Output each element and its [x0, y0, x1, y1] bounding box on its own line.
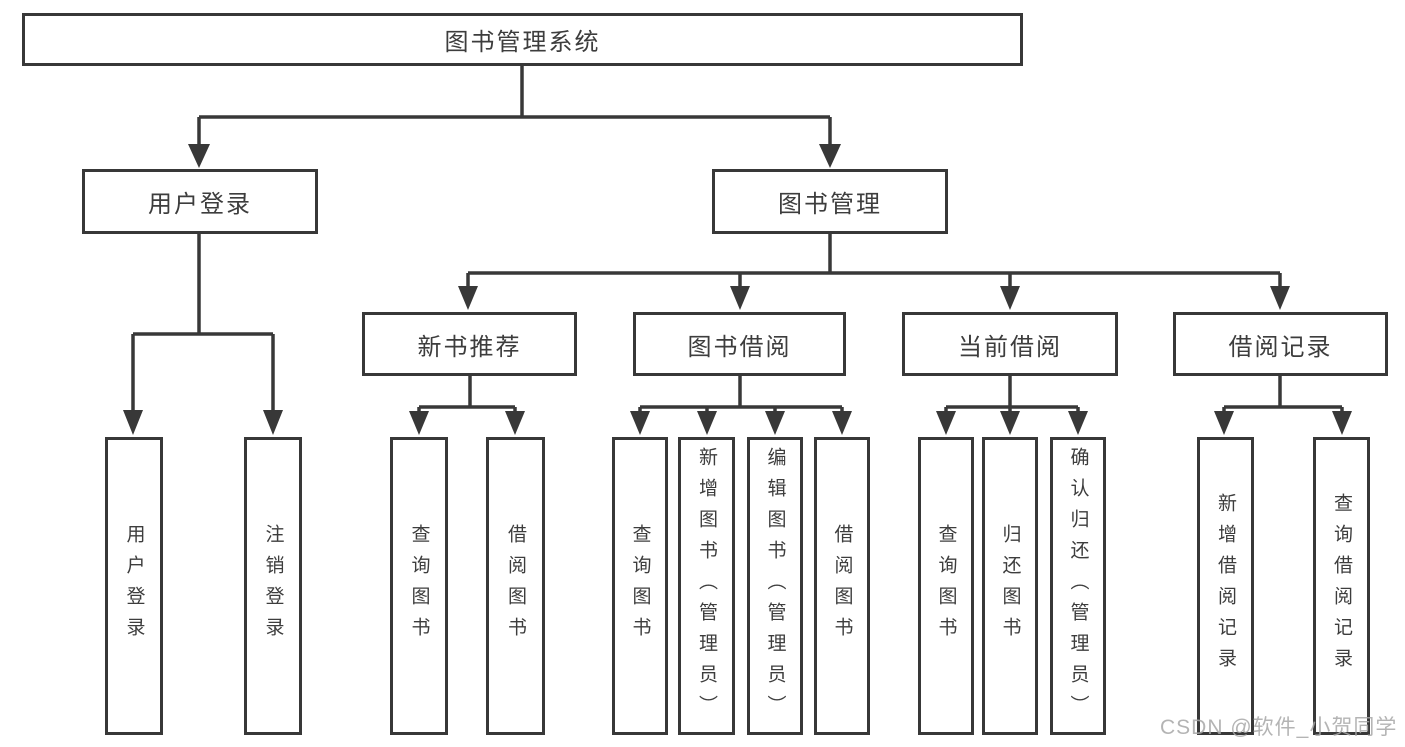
- node-leaf-query-book-3: 查询图书: [918, 437, 974, 735]
- arrow-icon: [1068, 411, 1088, 435]
- node-current-borrow: 当前借阅: [902, 312, 1118, 376]
- arrow-icon: [630, 411, 650, 435]
- arrow-icon: [505, 411, 525, 435]
- arrow-icon: [1332, 411, 1352, 435]
- arrow-icon: [832, 411, 852, 435]
- arrow-icon: [1000, 411, 1020, 435]
- node-leaf-confirm-return-admin: 确认归还（管理员）: [1050, 437, 1106, 735]
- arrow-icon: [1214, 411, 1234, 435]
- arrow-icon: [730, 286, 750, 310]
- node-leaf-add-borrow-record: 新增借阅记录: [1197, 437, 1254, 735]
- node-new-book-recommend: 新书推荐: [362, 312, 577, 376]
- node-leaf-query-book-2: 查询图书: [612, 437, 668, 735]
- arrowheads: [123, 144, 1352, 435]
- arrow-icon: [1000, 286, 1020, 310]
- node-leaf-edit-book-admin: 编辑图书（管理员）: [747, 437, 803, 735]
- arrow-icon: [765, 411, 785, 435]
- node-root-system: 图书管理系统: [22, 13, 1023, 66]
- arrow-icon: [263, 410, 283, 435]
- node-leaf-user-login: 用户登录: [105, 437, 163, 735]
- arrow-icon: [697, 411, 717, 435]
- arrow-icon: [1270, 286, 1290, 310]
- node-user-login: 用户登录: [82, 169, 318, 234]
- node-leaf-query-book-1: 查询图书: [390, 437, 448, 735]
- arrow-icon: [458, 286, 478, 310]
- arrow-icon: [409, 411, 429, 435]
- node-leaf-borrow-book-1: 借阅图书: [486, 437, 545, 735]
- csdn-watermark: CSDN @软件_小贺同学: [1160, 716, 1398, 739]
- node-book-borrow: 图书借阅: [633, 312, 846, 376]
- node-leaf-logout: 注销登录: [244, 437, 302, 735]
- node-borrow-record: 借阅记录: [1173, 312, 1388, 376]
- arrow-icon: [936, 411, 956, 435]
- arrow-icon: [188, 144, 210, 168]
- node-leaf-return-book: 归还图书: [982, 437, 1038, 735]
- arrow-icon: [123, 410, 143, 435]
- node-leaf-add-book-admin: 新增图书（管理员）: [678, 437, 735, 735]
- node-leaf-borrow-book-2: 借阅图书: [814, 437, 870, 735]
- node-book-management: 图书管理: [712, 169, 948, 234]
- node-leaf-query-borrow-record: 查询借阅记录: [1313, 437, 1370, 735]
- arrow-icon: [819, 144, 841, 168]
